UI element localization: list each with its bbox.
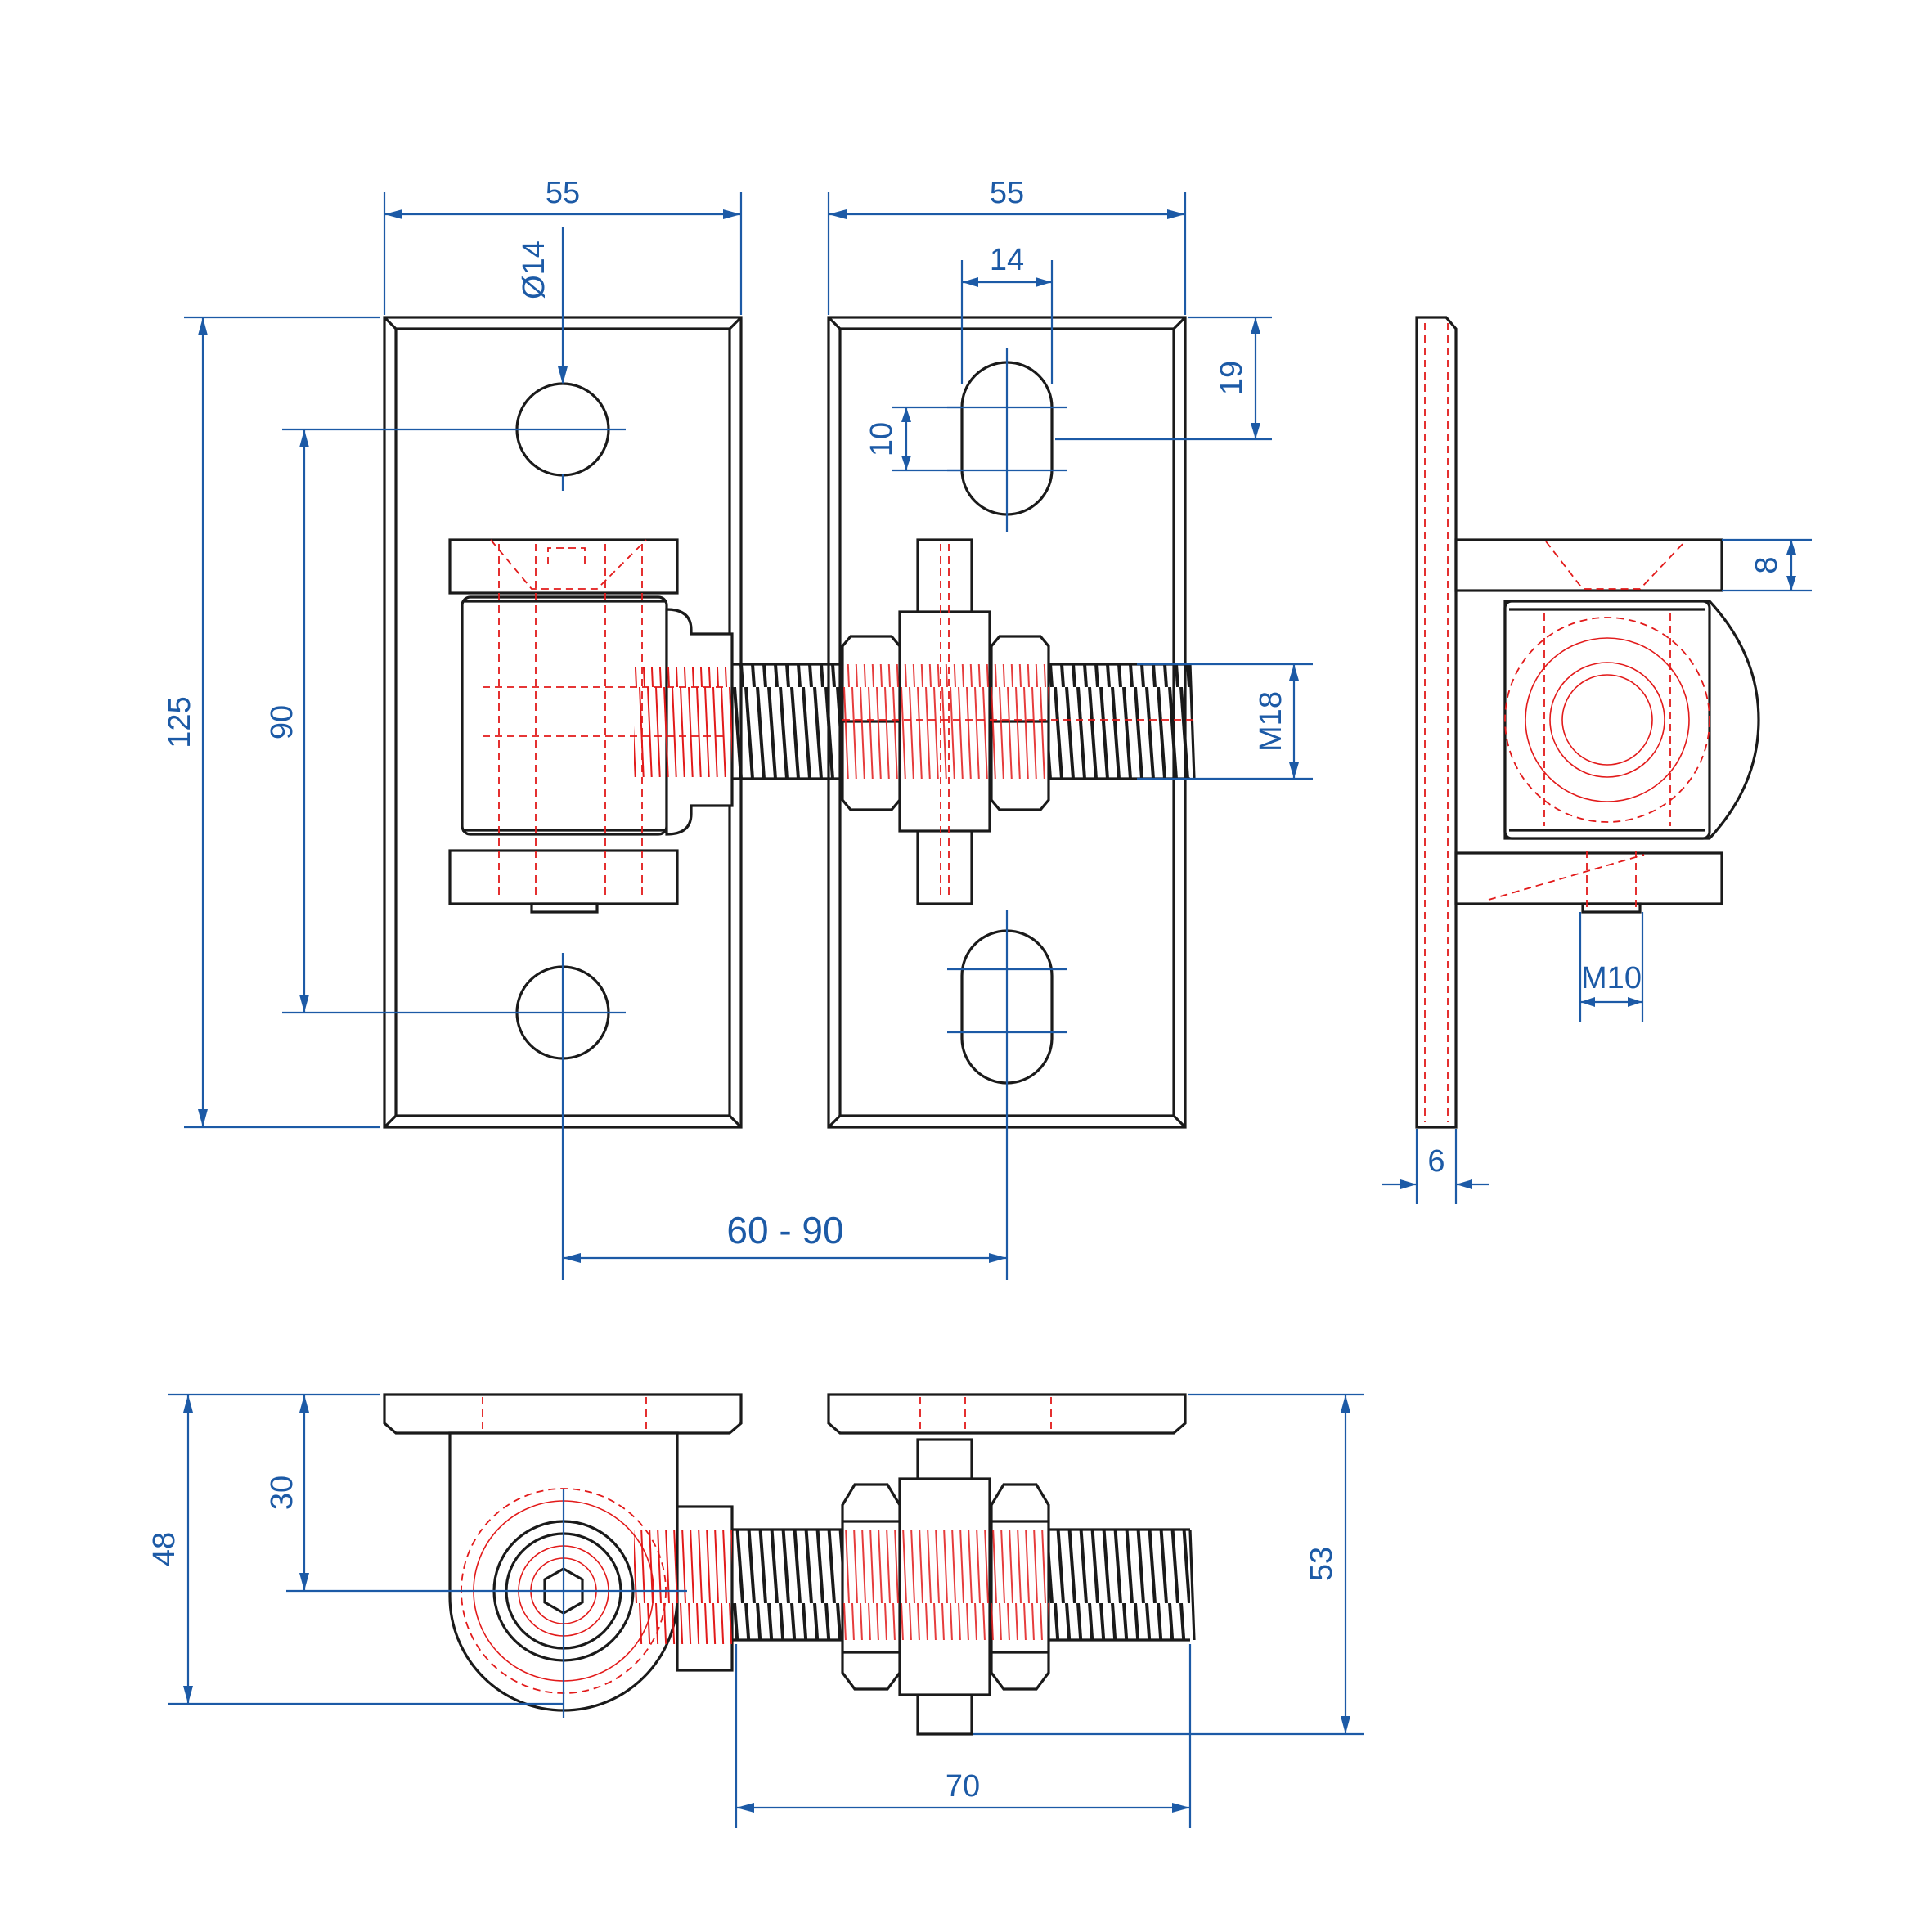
dim-height: 125 [163, 696, 197, 748]
dim-side-thickness: 6 [1427, 1144, 1445, 1179]
dim-hole-diameter: Ø14 [517, 240, 551, 299]
dim-slot-offset: 19 [1215, 361, 1249, 395]
dim-depth-48: 48 [147, 1532, 182, 1566]
side-view [1415, 316, 1760, 1129]
top-view [383, 1393, 1196, 1736]
dim-adjust-range: 60 - 90 [726, 1209, 843, 1251]
dim-depth-53: 53 [1305, 1547, 1339, 1581]
dim-slot-length: 10 [865, 422, 899, 456]
dim-width-right: 55 [990, 176, 1024, 210]
dimension-annotations: 55 55 Ø14 125 90 14 [147, 176, 1812, 1828]
dim-depth-30: 30 [265, 1476, 299, 1510]
adjust-bolt-front [732, 538, 1196, 905]
dim-hole-spacing: 90 [265, 705, 299, 739]
dim-screw-thread: M10 [1581, 961, 1642, 995]
dim-plate-thickness: 8 [1750, 556, 1784, 573]
dim-thread: M18 [1254, 691, 1288, 752]
dim-width-left: 55 [546, 176, 580, 210]
dim-bolt-length: 70 [946, 1769, 980, 1804]
dim-slot-width: 14 [990, 243, 1024, 277]
hinge-barrel-front [448, 538, 734, 914]
